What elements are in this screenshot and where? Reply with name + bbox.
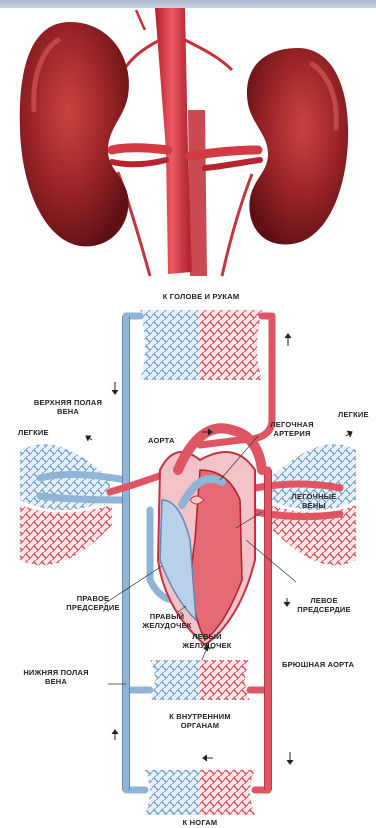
- left-lung-capillaries: [20, 444, 112, 565]
- label-pulmonary-veins-line1: ЛЕГОЧНЫЕ: [284, 492, 344, 501]
- label-lungs-right: ЛЕГКИЕ: [338, 410, 369, 419]
- label-superior-vena-cava: ВЕРХНЯЯ ПОЛАЯ ВЕНА: [18, 398, 118, 416]
- label-left-atrium-line2: ПРЕДСЕРДИЕ: [284, 605, 364, 614]
- label-pulmonary-veins: ЛЕГОЧНЫЕ ВЕНЫ: [284, 492, 344, 510]
- label-superior-vena-cava-line1: ВЕРХНЯЯ ПОЛАЯ: [18, 398, 118, 407]
- label-pulmonary-artery: ЛЕГОЧНАЯ АРТЕРИЯ: [262, 420, 322, 438]
- internal-organs-capillaries: [150, 660, 250, 700]
- label-left-ventricle-line1: ЛЕВЫЙ: [172, 632, 242, 641]
- label-pulmonary-veins-line2: ВЕНЫ: [284, 501, 344, 510]
- label-right-atrium-line2: ПРЕДСЕРДИЕ: [58, 603, 128, 612]
- label-right-atrium: ПРАВОЕ ПРЕДСЕРДИЕ: [58, 594, 128, 612]
- label-lungs-left: ЛЕГКИЕ: [18, 428, 49, 437]
- label-pulmonary-artery-line2: АРТЕРИЯ: [262, 429, 322, 438]
- label-inferior-vena-cava-line1: НИЖНЯЯ ПОЛАЯ: [6, 668, 106, 677]
- legs-capillaries: [145, 770, 255, 815]
- label-left-ventricle-line2: ЖЕЛУДОЧЕК: [172, 641, 242, 650]
- label-left-atrium: ЛЕВОЕ ПРЕДСЕРДИЕ: [284, 596, 364, 614]
- label-pulmonary-artery-line1: ЛЕГОЧНАЯ: [262, 420, 322, 429]
- label-head-arms: К ГОЛОВЕ И РУКАМ: [136, 292, 266, 301]
- label-internal-organs: К ВНУТРЕННИМ ОРГАНАМ: [150, 712, 250, 730]
- label-aorta: АОРТА: [148, 436, 175, 445]
- label-abdominal-aorta: БРЮШНАЯ АОРТА: [282, 660, 354, 669]
- label-legs: К НОГАМ: [160, 818, 240, 827]
- label-inferior-vena-cava-line2: ВЕНА: [6, 677, 106, 686]
- head-arms-capillaries: [140, 310, 262, 380]
- label-left-ventricle: ЛЕВЫЙ ЖЕЛУДОЧЕК: [172, 632, 242, 650]
- label-internal-organs-line1: К ВНУТРЕННИМ: [150, 712, 250, 721]
- label-left-atrium-line1: ЛЕВОЕ: [284, 596, 364, 605]
- label-internal-organs-line2: ОРГАНАМ: [150, 721, 250, 730]
- label-superior-vena-cava-line2: ВЕНА: [18, 407, 118, 416]
- label-right-atrium-line1: ПРАВОЕ: [58, 594, 128, 603]
- label-right-ventricle: ПРАВЫЙ ЖЕЛУДОЧЕК: [132, 612, 202, 630]
- label-right-ventricle-line1: ПРАВЫЙ: [132, 612, 202, 621]
- label-inferior-vena-cava: НИЖНЯЯ ПОЛАЯ ВЕНА: [6, 668, 106, 686]
- label-right-ventricle-line2: ЖЕЛУДОЧЕК: [132, 621, 202, 630]
